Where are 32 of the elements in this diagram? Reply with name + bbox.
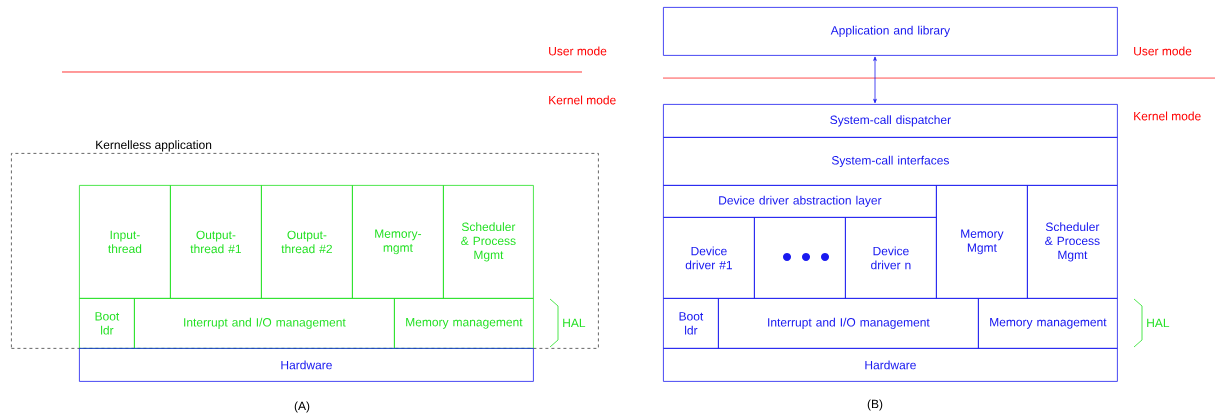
- hal-label: HAL: [1147, 318, 1170, 328]
- layer-box: Device driver abstraction layer: [663, 185, 937, 218]
- layer-box: Memory Mgmt: [936, 185, 1028, 299]
- layer-box: Interrupt and I/O management: [718, 298, 979, 349]
- hal-label: HAL: [563, 318, 586, 328]
- mode-label: Kernel mode: [549, 95, 616, 105]
- arrow: [873, 56, 877, 104]
- mode-label: User mode: [549, 46, 607, 56]
- layer-box: Input- thread: [79, 185, 171, 299]
- layer-box: Boot ldr: [663, 298, 719, 349]
- layer-box: System-call interfaces: [663, 137, 1118, 186]
- layer-box: Memory- mgmt: [352, 185, 444, 299]
- layer-box: Device driver #1: [663, 217, 755, 299]
- layer-box: Scheduler & Process Mgmt: [1027, 185, 1118, 299]
- layer-box: Memory management: [978, 298, 1118, 349]
- ellipsis-box: [754, 217, 846, 299]
- layer-box: Application and library: [663, 7, 1118, 56]
- node-label: Kernelless application: [96, 140, 212, 152]
- layer-box: Output- thread #2: [261, 185, 353, 299]
- layer-box: Memory management: [394, 298, 534, 349]
- layer-box: Output- thread #1: [170, 185, 262, 299]
- layer-box: System-call dispatcher: [663, 104, 1118, 138]
- layer-box: Boot ldr: [79, 298, 135, 349]
- layer-box: Hardware: [79, 348, 534, 382]
- panel-label: (A): [294, 401, 310, 413]
- layer-box: Device driver n: [845, 217, 937, 299]
- layer-box: Scheduler & Process Mgmt: [443, 185, 534, 299]
- mode-label: Kernel mode: [1134, 111, 1201, 121]
- layer-box: Interrupt and I/O management: [134, 298, 395, 349]
- layer-box: Hardware: [663, 348, 1118, 382]
- panel-label: (B): [867, 399, 883, 411]
- mode-label: User mode: [1134, 46, 1192, 56]
